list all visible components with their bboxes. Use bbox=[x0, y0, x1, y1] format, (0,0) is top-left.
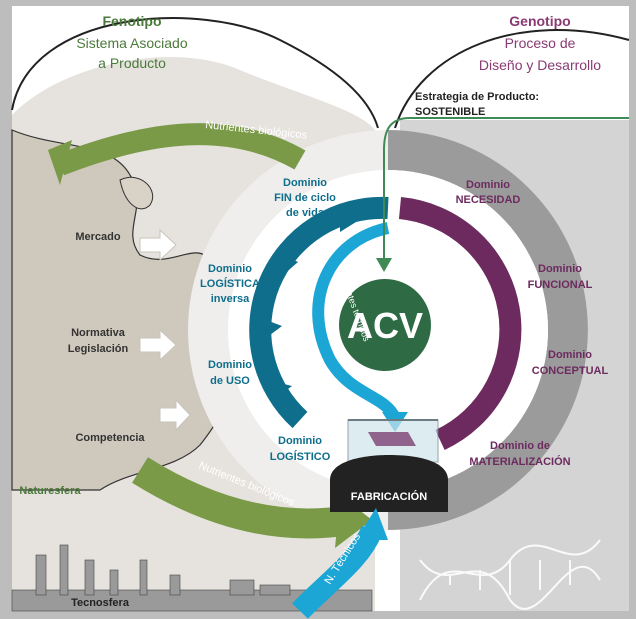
tecnosfera-label: Tecnosfera bbox=[71, 597, 130, 609]
dominio-fin-line2: FIN de ciclo bbox=[274, 192, 336, 204]
fenotipo-title: Fenotipo bbox=[102, 13, 161, 29]
purple-ring-teeth bbox=[455, 222, 512, 420]
teal-ring-teeth bbox=[266, 212, 356, 398]
dominio-necesidad-line2: NECESIDAD bbox=[456, 194, 521, 206]
competencia-label: Competencia bbox=[75, 432, 145, 444]
nutrientes-top-arrow bbox=[56, 123, 306, 176]
dominio-logistica-line1: Dominio bbox=[208, 263, 252, 275]
genotipo-line2: Diseño y Desarrollo bbox=[479, 57, 601, 73]
nutrientes-bottom-arrow bbox=[132, 457, 353, 539]
ring-inner-right bbox=[388, 170, 548, 490]
dominio-funcional-line1: Dominio bbox=[538, 263, 582, 275]
estrategia-line bbox=[383, 117, 629, 262]
legislacion-label: Legislación bbox=[68, 343, 129, 355]
crib-illustration bbox=[347, 419, 439, 463]
dominio-conceptual-line1: Dominio bbox=[548, 349, 592, 361]
dominio-materializacion-line2: MATERIALIZACIÓN bbox=[469, 455, 570, 468]
dominio-logistico-line2: LOGÍSTICO bbox=[270, 450, 331, 463]
dominio-conceptual-line2: CONCEPTUAL bbox=[532, 365, 609, 377]
estrategia-arrowhead bbox=[376, 258, 392, 272]
normativa-label: Normativa bbox=[71, 327, 126, 339]
market-arrows bbox=[139, 228, 191, 432]
dominio-necesidad-line1: Dominio bbox=[466, 179, 510, 191]
fenotipo-line1: Sistema Asociado bbox=[76, 35, 187, 51]
dominio-uso-line1: Dominio bbox=[208, 359, 252, 371]
dna-helix bbox=[419, 539, 601, 610]
acv-circle bbox=[339, 279, 431, 371]
mercado-label: Mercado bbox=[75, 231, 121, 243]
dominio-logistica-line2: LOGÍSTICA bbox=[200, 277, 260, 290]
naturesfera-label: Naturesfera bbox=[19, 485, 81, 497]
dominio-uso-line2: de USO bbox=[210, 375, 250, 387]
fabricacion-pill bbox=[330, 455, 448, 512]
dominio-materializacion-line1: Dominio de bbox=[490, 440, 550, 452]
teal-ring bbox=[249, 196, 389, 429]
estrategia-line2: SOSTENIBLE bbox=[415, 106, 485, 118]
map-island bbox=[119, 176, 154, 210]
genotipo-title: Genotipo bbox=[509, 13, 570, 29]
dominio-funcional-line2: FUNCIONAL bbox=[528, 279, 593, 291]
genotipo-line1: Proceso de bbox=[505, 35, 576, 51]
acv-label: ACV bbox=[347, 305, 423, 346]
dominio-fin-line3: de vida bbox=[286, 207, 325, 219]
dominio-fin-line1: Dominio bbox=[283, 177, 327, 189]
n-tecnicos-arrowhead bbox=[356, 508, 388, 540]
genotipo-arc bbox=[394, 29, 630, 129]
fenotipo-line2: a Producto bbox=[98, 55, 166, 71]
estrategia-line1: Estrategia de Producto: bbox=[415, 91, 539, 103]
nutrientes-top-arrowhead bbox=[48, 140, 72, 185]
dominio-logistico-line1: Dominio bbox=[278, 435, 322, 447]
fabricacion-label: FABRICACIÓN bbox=[351, 490, 427, 503]
tecnicos-inner-arrow bbox=[312, 222, 401, 421]
tecnosfera-skyline bbox=[11, 544, 373, 612]
dominio-logistica-line3: inversa bbox=[211, 293, 250, 305]
fenotipo-arc bbox=[11, 17, 379, 129]
